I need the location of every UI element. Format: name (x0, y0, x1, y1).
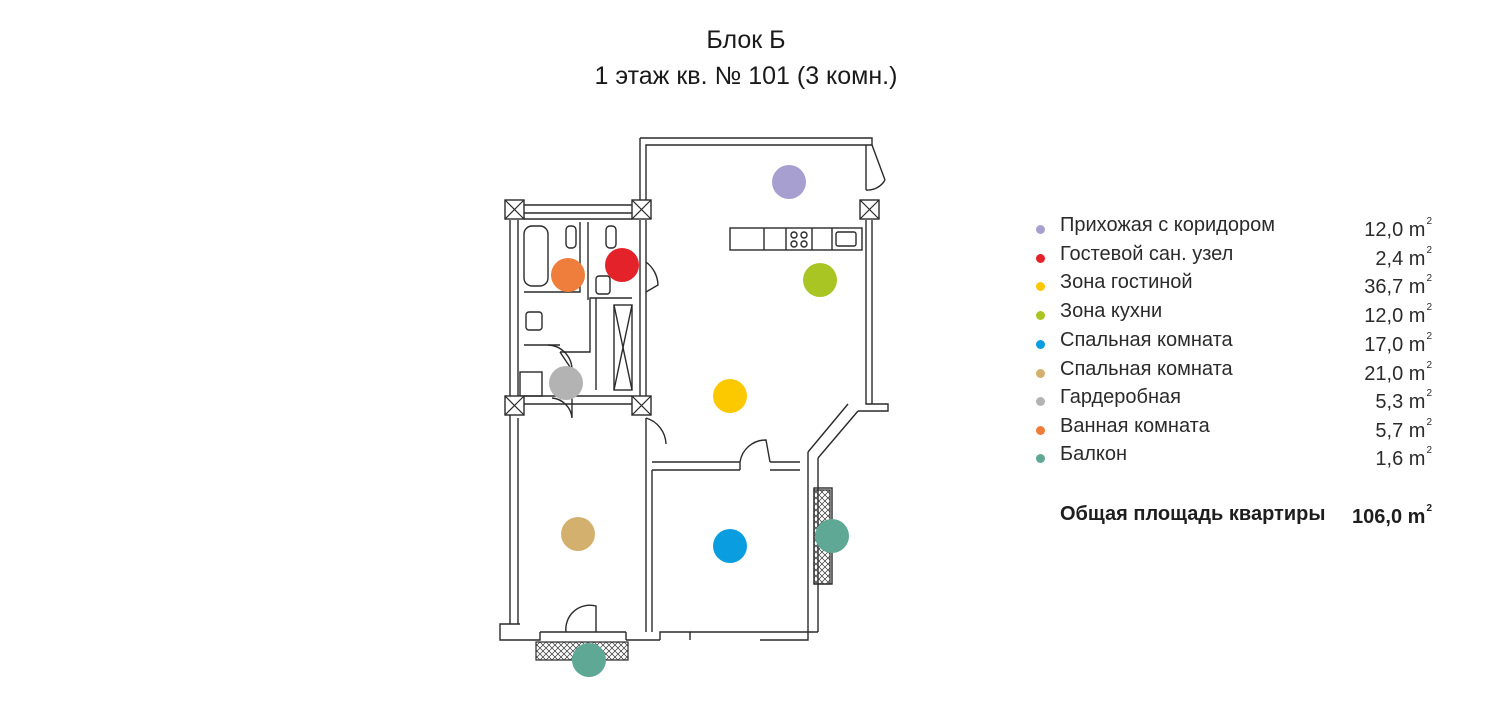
legend-room-area: 17,0 m2 (1364, 331, 1432, 356)
legend-room-name: Прихожая с коридором (1060, 214, 1275, 236)
total-area: Общая площадь квартиры 106,0 m2 (1060, 503, 1436, 533)
legend-dot (1036, 254, 1045, 263)
legend-room-name: Гостевой сан. узел (1060, 243, 1234, 265)
legend-row: Балкон 1,6 m2 (1036, 443, 1436, 471)
marker-bathroom (551, 258, 585, 292)
legend-row: Спальная комната 17,0 m2 (1036, 329, 1436, 357)
legend-row: Гостевой сан. узел 2,4 m2 (1036, 243, 1436, 271)
legend-dot (1036, 340, 1045, 349)
legend-room-area: 1,6 m2 (1375, 445, 1432, 470)
legend-room-name: Балкон (1060, 443, 1128, 465)
marker-wardrobe (549, 366, 583, 400)
legend-room-area: 5,3 m2 (1375, 388, 1432, 413)
legend-room-name: Ванная комната (1060, 415, 1210, 437)
legend-row: Прихожая с коридором 12,0 m2 (1036, 214, 1436, 242)
legend-dot (1036, 225, 1045, 234)
legend-room-area: 12,0 m2 (1364, 216, 1432, 241)
marker-hallway (772, 165, 806, 199)
legend-room-area: 21,0 m2 (1364, 360, 1432, 385)
total-area-value: 106,0 m2 (1352, 503, 1432, 528)
apartment-title: 1 этаж кв. № 101 (3 комн.) (594, 62, 898, 90)
legend-dot (1036, 311, 1045, 320)
marker-guest-wc (605, 248, 639, 282)
legend-dot (1036, 426, 1045, 435)
legend-row: Ванная комната 5,7 m2 (1036, 415, 1436, 443)
legend-row: Спальная комната 21,0 m2 (1036, 358, 1436, 386)
legend-room-area: 5,7 m2 (1375, 417, 1432, 442)
legend-dot (1036, 397, 1045, 406)
legend-dot (1036, 282, 1045, 291)
legend-row: Зона гостиной 36,7 m2 (1036, 271, 1436, 299)
legend-room-name: Зона кухни (1060, 300, 1163, 322)
marker-kitchen (803, 263, 837, 297)
legend-room-name: Спальная комната (1060, 358, 1233, 380)
legend-room-name: Зона гостиной (1060, 271, 1193, 293)
legend-room-area: 12,0 m2 (1364, 302, 1432, 327)
legend-row: Гардеробная 5,3 m2 (1036, 386, 1436, 414)
marker-bedroom-21 (561, 517, 595, 551)
marker-balcony-bottom (572, 643, 606, 677)
legend-row: Зона кухни 12,0 m2 (1036, 300, 1436, 328)
legend-room-name: Гардеробная (1060, 386, 1181, 408)
marker-living (713, 379, 747, 413)
legend-room-area: 2,4 m2 (1375, 245, 1432, 270)
legend-dot (1036, 454, 1045, 463)
legend-dot (1036, 369, 1045, 378)
marker-balcony-right (815, 519, 849, 553)
legend-room-area: 36,7 m2 (1364, 273, 1432, 298)
total-area-label: Общая площадь квартиры (1060, 503, 1326, 525)
legend-room-name: Спальная комната (1060, 329, 1233, 351)
marker-bedroom-17 (713, 529, 747, 563)
block-title: Блок Б (706, 26, 786, 54)
